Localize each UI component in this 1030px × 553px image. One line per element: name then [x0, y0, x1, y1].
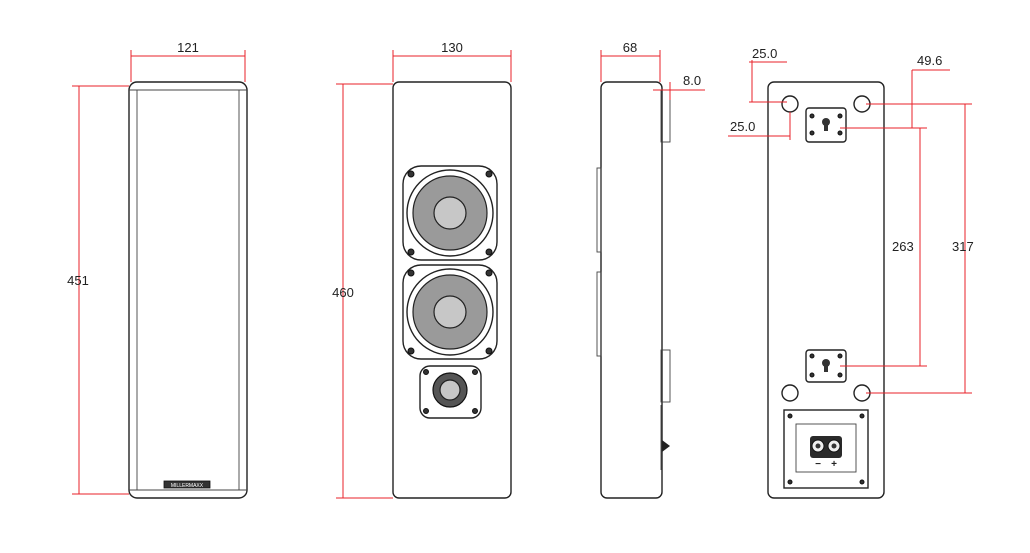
back-bracket-spacing-label: 263	[892, 239, 914, 254]
front-height-label: 451	[67, 273, 89, 288]
baffle-height-label: 460	[332, 285, 354, 300]
woofer-lower	[402, 264, 498, 360]
back-hole-right-label: 49.6	[917, 53, 942, 68]
keyhole-bracket-top	[805, 107, 847, 143]
tweeter-dome	[439, 379, 461, 401]
speaker-terminal-plate: − +	[783, 409, 869, 489]
side-cabinet-outline	[600, 81, 663, 499]
side-grille-edge-upper	[596, 167, 602, 253]
front-width-label: 121	[177, 40, 199, 55]
side-depth-label: 68	[623, 40, 637, 55]
tweeter	[419, 365, 482, 419]
brand-badge-text: MILLERMAXX	[171, 483, 204, 489]
front-baffle-view: 130 460	[332, 40, 512, 499]
side-bracket-bottom	[660, 349, 671, 403]
brand-badge	[163, 480, 211, 489]
back-hole-y-label: 25.0	[752, 46, 777, 61]
side-view: 68 8.0	[596, 40, 705, 499]
woofer-upper	[402, 165, 498, 261]
front-grille-view: MILLERMAXX 121 451	[67, 40, 248, 499]
woofer-upper-dustcap	[433, 196, 467, 230]
back-hole-spacing-label: 317	[952, 239, 974, 254]
side-offset-label: 8.0	[683, 73, 701, 88]
terminal-plus-label: +	[831, 459, 837, 470]
front-cabinet-outline	[128, 81, 248, 499]
side-terminal-stub	[662, 440, 670, 452]
baffle-outline	[392, 81, 512, 499]
terminal-minus-label: −	[815, 459, 821, 470]
mount-hole-bottom-left	[781, 384, 799, 402]
grille-panel	[136, 89, 240, 491]
side-grille-edge-lower	[596, 271, 602, 357]
baffle-width-label: 130	[441, 40, 463, 55]
back-view: − + 25.0 25.0 49.6 263 317	[728, 46, 974, 499]
back-hole-x-label: 25.0	[730, 119, 755, 134]
mount-hole-top-left	[781, 95, 799, 113]
woofer-lower-dustcap	[433, 295, 467, 329]
back-cabinet-outline	[767, 81, 885, 499]
